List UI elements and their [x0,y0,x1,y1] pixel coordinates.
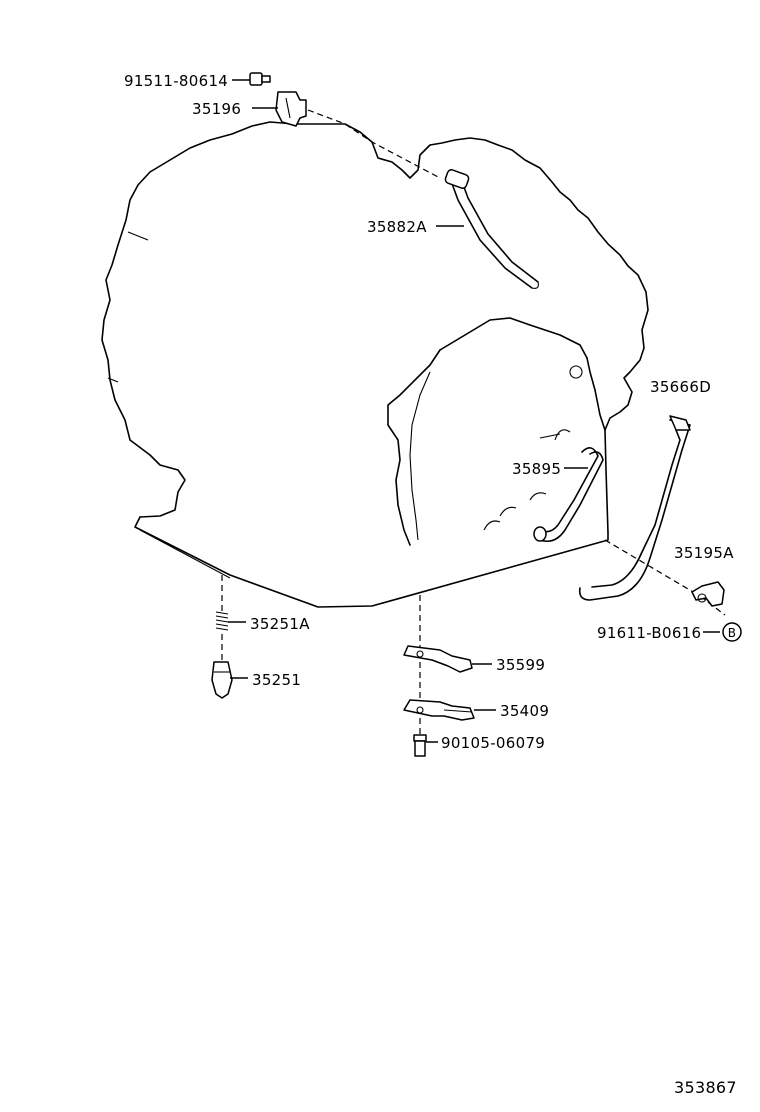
bolt-91511-80614 [249,72,271,86]
plate-35599 [403,645,473,673]
part-label-35251a: 35251A [250,615,310,633]
clamp-35195a [691,581,725,607]
part-labels: 91511-80614 35196 35882A 35666D 35895 35… [124,72,734,752]
part-label-35195a: 35195A [674,544,734,562]
part-label-91611-b0616: 91611-B0616 [597,624,701,642]
pipe-35666d [578,415,691,601]
transmission-case-outline [101,121,649,608]
part-label-35409: 35409 [500,702,549,720]
reference-marker-b: B [722,622,742,642]
plate-35409 [403,699,475,721]
part-label-35895: 35895 [512,460,561,478]
bolt-90105-06079 [413,734,427,757]
spring-35251a [215,611,229,631]
part-label-35882a: 35882A [367,218,427,236]
leader-lines [228,79,720,743]
part-label-35196: 35196 [192,100,241,118]
part-label-35666d: 35666D [650,378,711,396]
pipe-35895 [533,447,604,543]
part-label-35599: 35599 [496,656,545,674]
clamp-35196 [275,91,307,127]
valve-35251 [211,661,233,699]
part-label-90105-06079: 90105-06079 [441,734,545,752]
part-label-35251: 35251 [252,671,301,689]
part-label-91511-80614: 91511-80614 [124,72,228,90]
pipe-35882a [444,169,539,289]
figure-number: 353867 [674,1078,737,1097]
assembly-dashed-lines [221,109,726,738]
reference-marker-letter: B [728,626,737,640]
